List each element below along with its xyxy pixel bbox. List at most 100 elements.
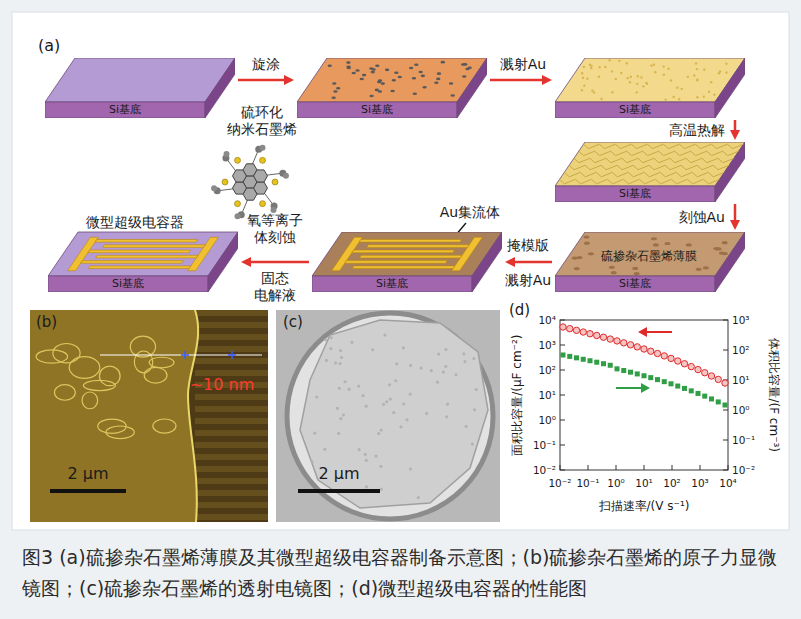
- substrate-slab: Si基底: [312, 232, 502, 292]
- process-arrow: [730, 204, 740, 230]
- au-grain: [695, 62, 697, 64]
- flake-wrinkle: [130, 336, 155, 357]
- scale-label: 2 μm: [318, 464, 359, 483]
- sheet-speckle: [361, 394, 364, 397]
- arrow-line: [734, 204, 737, 221]
- afm-scan-line: [195, 322, 268, 328]
- afm-scan-line: [195, 442, 268, 448]
- au-grain: [678, 98, 680, 100]
- tick-label: 10⁰: [732, 404, 750, 417]
- areal-point: [621, 340, 627, 346]
- sheet-speckle: [392, 411, 395, 414]
- profile-marker: [181, 351, 236, 359]
- areal-point: [567, 325, 573, 331]
- film-texture: [588, 252, 594, 255]
- film-texture: [572, 257, 578, 260]
- film-texture: [651, 237, 657, 240]
- volumetric-point: [628, 370, 633, 375]
- nanographene-flake: [463, 63, 467, 66]
- substrate-label: Si基底: [112, 277, 144, 290]
- sheet-speckle: [462, 352, 465, 355]
- afm-scan-line: [195, 394, 268, 400]
- au-grain: [645, 82, 647, 84]
- au-grain: [598, 76, 600, 78]
- tick-label: 10⁴: [538, 314, 556, 327]
- sheet-speckle: [338, 387, 341, 390]
- au-grain: [630, 76, 632, 78]
- sulfur-nanographene-molecule: [211, 145, 289, 220]
- flake-wrinkle: [69, 357, 100, 379]
- au-grain: [662, 65, 664, 67]
- sheet-speckle: [365, 459, 368, 462]
- nanographene-flake: [369, 67, 373, 70]
- au-grain: [629, 81, 631, 83]
- tick-label: 10¹: [635, 477, 653, 490]
- au-finger: [95, 239, 198, 242]
- axis-tick: [616, 465, 617, 470]
- sheet-speckle: [315, 395, 318, 398]
- arrow-head: [284, 75, 294, 85]
- axis-tick: [560, 470, 565, 471]
- axis-tick: [588, 465, 589, 470]
- au-grain: [598, 66, 600, 68]
- sheet-speckle: [402, 402, 405, 405]
- tick-label: 10⁻¹: [732, 434, 755, 447]
- data-series: [560, 324, 728, 408]
- panel-letter: (b): [36, 313, 57, 331]
- axis-tick: [723, 320, 728, 321]
- tick-label: 10⁻²: [533, 464, 556, 477]
- au-grain: [642, 85, 644, 87]
- nanographene-flake: [451, 94, 455, 97]
- afm-image: [30, 310, 268, 522]
- sheet-speckle: [357, 384, 360, 387]
- tem-grid-hole: [287, 313, 493, 519]
- plot-frame: [560, 320, 728, 470]
- afm-scan-line: [195, 454, 268, 460]
- volumetric-point: [675, 384, 680, 389]
- axis-tick: [723, 350, 728, 351]
- sheet-speckle: [471, 442, 474, 445]
- panel-letter: (d): [509, 301, 530, 319]
- nanographene-flake: [437, 72, 441, 75]
- axis-pointer-head: [638, 327, 647, 337]
- areal-point: [600, 334, 606, 340]
- sheet-speckle: [442, 371, 445, 374]
- axis-pointer: [616, 387, 643, 389]
- volumetric-point: [723, 403, 728, 408]
- slab-side: [205, 58, 235, 118]
- areal-point: [648, 348, 654, 354]
- nanographene-flake: [436, 78, 440, 81]
- alkyl-group: [283, 173, 289, 179]
- sheet-speckle: [399, 425, 402, 428]
- panel-letter: (c): [283, 313, 303, 331]
- tick-label: 10⁻²: [732, 464, 755, 477]
- sheet-speckle: [336, 407, 339, 410]
- step-label: 溅射Au: [500, 56, 546, 73]
- arrow-head: [542, 75, 552, 85]
- scale-bar: [50, 489, 126, 493]
- nanographene-flake: [414, 63, 418, 66]
- sheet-speckle: [337, 432, 340, 435]
- step-label: 旋涂: [252, 56, 280, 73]
- au-grain: [611, 91, 613, 93]
- au-finger: [88, 266, 191, 269]
- flake-wrinkle: [53, 344, 80, 363]
- areal-point: [634, 344, 640, 350]
- film-texture: [686, 243, 692, 246]
- sheet-speckle: [371, 348, 374, 351]
- film-texture: [713, 247, 719, 250]
- volumetric-point: [621, 368, 626, 373]
- sulfur-atom: [260, 157, 266, 163]
- tick-label: 10⁻¹: [533, 439, 556, 452]
- au-grain: [687, 76, 689, 78]
- film-texture: [664, 242, 670, 245]
- slab-top: [555, 142, 745, 186]
- step-label: 高温热解: [669, 122, 725, 139]
- tick-label: 10⁻¹: [576, 477, 599, 490]
- areal-point: [675, 358, 681, 364]
- sheet-speckle: [379, 465, 382, 468]
- tick-label: 10²: [663, 477, 681, 490]
- sheet-speckle: [339, 349, 342, 352]
- lattice-texture: [579, 151, 739, 155]
- sheet-speckle: [446, 403, 449, 406]
